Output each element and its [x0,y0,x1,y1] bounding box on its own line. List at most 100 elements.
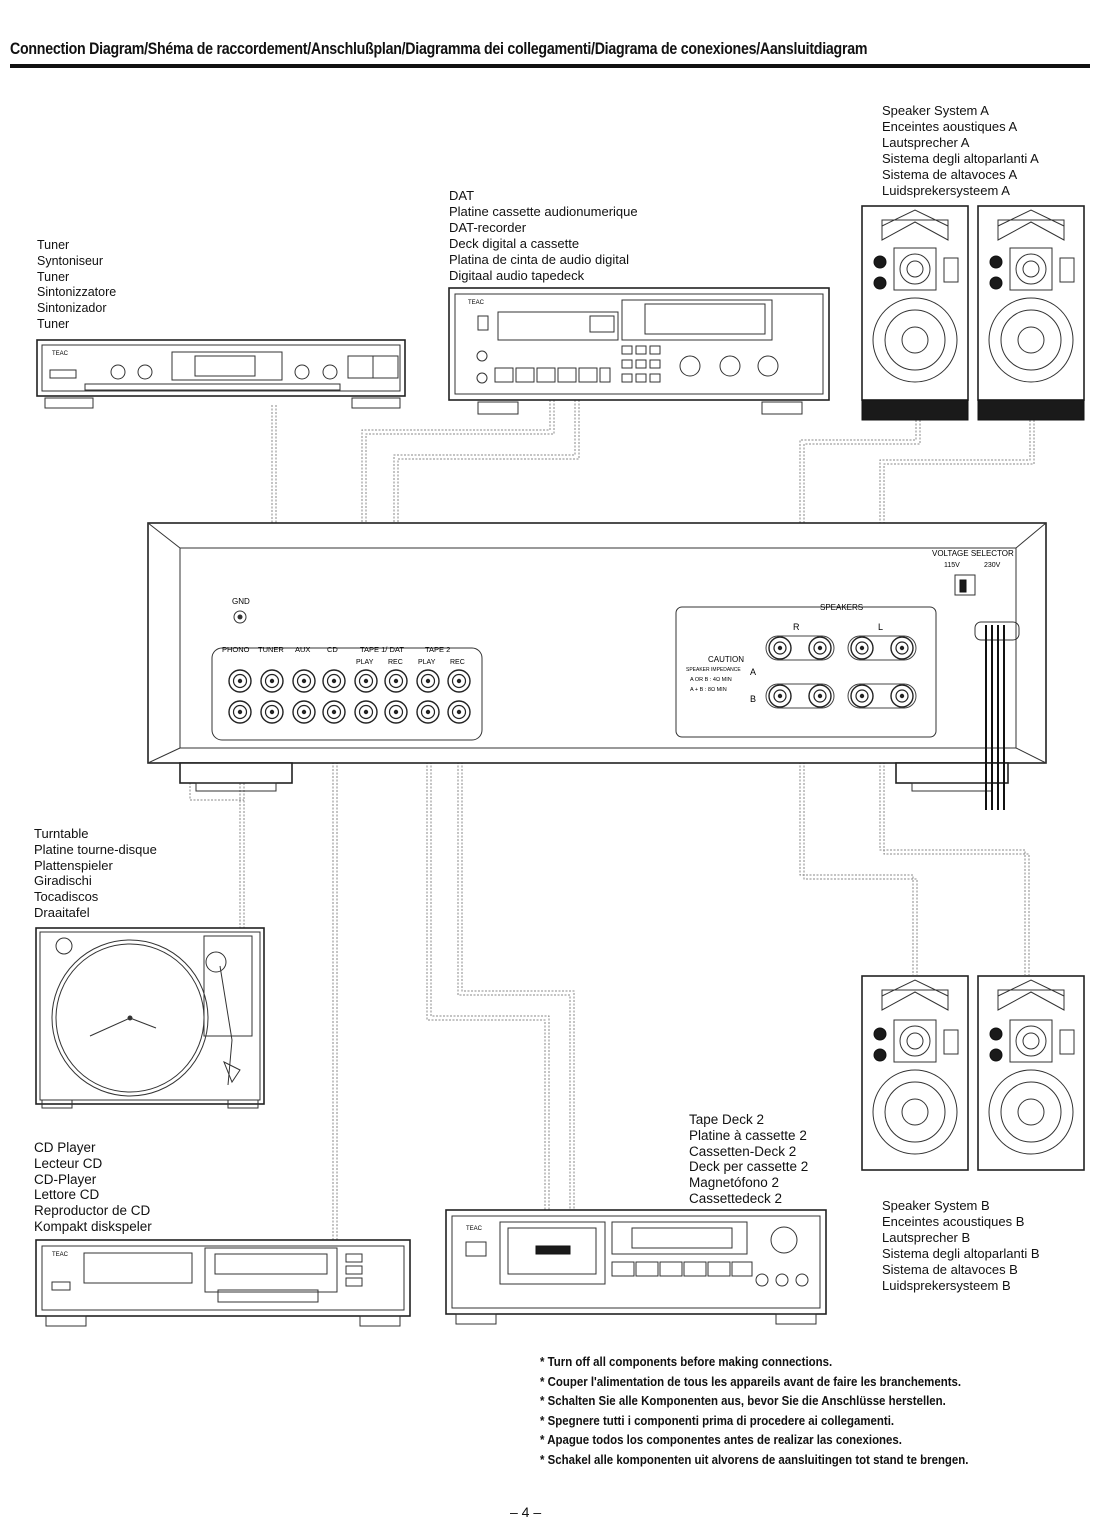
dat-device: TEAC [448,287,830,415]
rca-jack[interactable] [228,700,252,724]
speaker-a-right [977,205,1085,421]
note-nl: * Schakel alle komponenten uit alvorens … [540,1451,969,1467]
speaker-terminals[interactable] [765,635,917,709]
page-title: Connection Diagram/Shéma de raccordement… [10,40,868,58]
speaker-a-terminal-label: A [750,667,756,677]
rca-jack[interactable] [354,669,378,693]
turntable-label-en: Turntable [34,826,89,841]
tuner-device: TEAC [36,339,406,409]
speaker-terminal[interactable] [890,684,914,708]
tape2-rec-label: REC [450,659,465,666]
tape2-label-de: Cassetten-Deck 2 [689,1143,797,1159]
note-it: * Spegnere tutti i componenti prima di p… [540,1412,895,1428]
dat-label-es: Platina de cinta de audio digital [449,252,629,267]
speaker-terminal[interactable] [850,636,874,660]
rca-jack[interactable] [292,669,316,693]
rca-jack[interactable] [292,700,316,724]
gnd-terminal[interactable] [233,610,247,624]
tape1-dat-label: TAPE 1/ DAT [360,645,404,654]
cd-label: CD Player Lecteur CD CD-Player Lettore C… [34,1140,152,1235]
speaker-terminal[interactable] [808,636,832,660]
speaker-a-label-nl: Luidsprekersysteem A [882,183,1010,198]
speaker-b-left-cable [879,720,1030,975]
cd-input-label: CD [327,645,338,654]
dat-brand: TEAC [468,300,485,306]
speaker-terminal[interactable] [890,636,914,660]
speaker-a-left [861,205,969,421]
rca-jack[interactable] [384,669,408,693]
tuner-label-nl: Tuner [37,316,70,331]
speaker-a-label-fr: Enceintes aoustiques A [882,119,1018,134]
speaker-a-label-es: Sistema de altavoces A [882,167,1018,182]
rca-jack[interactable] [447,669,471,693]
tape1-rec-label: REC [388,659,403,666]
cd-label-es: Reproductor de CD [34,1203,151,1219]
turntable-label-de: Plattenspieler [34,857,113,873]
tuner-input-label: TUNER [258,645,284,654]
voltage-230-label: 230V [984,562,1001,569]
speaker-b-label-it: Sistema degli altoparlanti B [882,1246,1040,1261]
power-cord [985,625,1005,810]
speaker-b-label-nl: Luidsprekersysteem B [882,1278,1011,1293]
rca-jack[interactable] [322,700,346,724]
tuner-label-en: Tuner [37,238,70,252]
speaker-terminal[interactable] [850,684,874,708]
rca-jack[interactable] [322,669,346,693]
aux-label: AUX [295,645,310,654]
rca-jack[interactable] [354,700,378,724]
speaker-terminal[interactable] [808,684,832,708]
cd-label-en: CD Player [34,1140,96,1155]
terminal-pair-outline [847,683,917,709]
speaker-b-label-en: Speaker System B [882,1198,990,1213]
tuner-label-es: Sintonizador [37,301,107,316]
terminal-pair-outline [765,683,835,709]
rca-jack[interactable] [447,700,471,724]
speaker-terminal[interactable] [768,684,792,708]
cd-brand: TEAC [52,1252,69,1258]
cd-player-device: TEAC [35,1239,411,1327]
dat-label-de: DAT-recorder [449,220,527,235]
tape1-play-label: PLAY [356,659,374,666]
speaker-l-label: L [878,622,883,632]
impedance-a-or-b: A OR B : 4Ω MIN [690,677,732,683]
speaker-a-label: Speaker System A Enceintes aoustiques A … [882,103,1039,199]
rca-jack[interactable] [384,700,408,724]
speaker-a-label-de: Lautsprecher A [882,135,970,150]
speaker-b-left [861,975,969,1171]
rca-jack[interactable] [416,669,440,693]
speaker-b-terminal-label: B [750,694,756,704]
cd-label-de: CD-Player [34,1171,97,1187]
speaker-b-right [977,975,1085,1171]
dat-buttons [494,345,661,383]
dat-label-nl: Digitaal audio tapedeck [449,268,585,283]
tape2-input-label: TAPE 2 [425,645,450,654]
impedance-label: SPEAKER IMPEDANCE [686,667,741,673]
impedance-a-plus-b: A + B : 8Ω MIN [690,687,727,693]
voltage-selector-switch[interactable] [954,574,976,596]
note-en: * Turn off all components before making … [540,1354,833,1369]
speaker-terminal[interactable] [768,636,792,660]
cd-label-nl: Kompakt diskspeler [34,1218,152,1234]
note-es: * Apague todos los componentes antes de … [540,1432,902,1448]
tape2-play-label: PLAY [418,659,436,666]
speaker-r-label: R [793,622,800,632]
tape2-label-it: Deck per cassette 2 [689,1159,809,1175]
turntable-label-nl: Draaitafel [34,904,90,920]
turntable-label: Turntable Platine tourne-disque Plattens… [34,826,157,921]
rca-jack[interactable] [260,700,284,724]
voltage-115-label: 115V [944,562,960,569]
dat-label-en: DAT [449,188,475,203]
rca-jack[interactable] [416,700,440,724]
input-jacks[interactable] [228,669,471,724]
dat-label: DAT Platine cassette audionumerique DAT-… [449,188,638,284]
amplifier-rear-panel: GND PHONO TUNER AUX CD TAPE 1/ DAT TAPE … [147,522,1047,810]
tuner-label-de: Tuner [37,269,70,284]
rca-jack[interactable] [260,669,284,693]
turntable-label-it: Giradischi [34,873,92,889]
speaker-b-label-de: Lautsprecher B [882,1230,971,1245]
note-de: * Schalten Sie alle Komponenten aus, bev… [540,1393,946,1409]
rca-jack[interactable] [228,669,252,693]
turntable-label-es: Tocadiscos [34,889,99,905]
cd-cable [332,720,338,1240]
